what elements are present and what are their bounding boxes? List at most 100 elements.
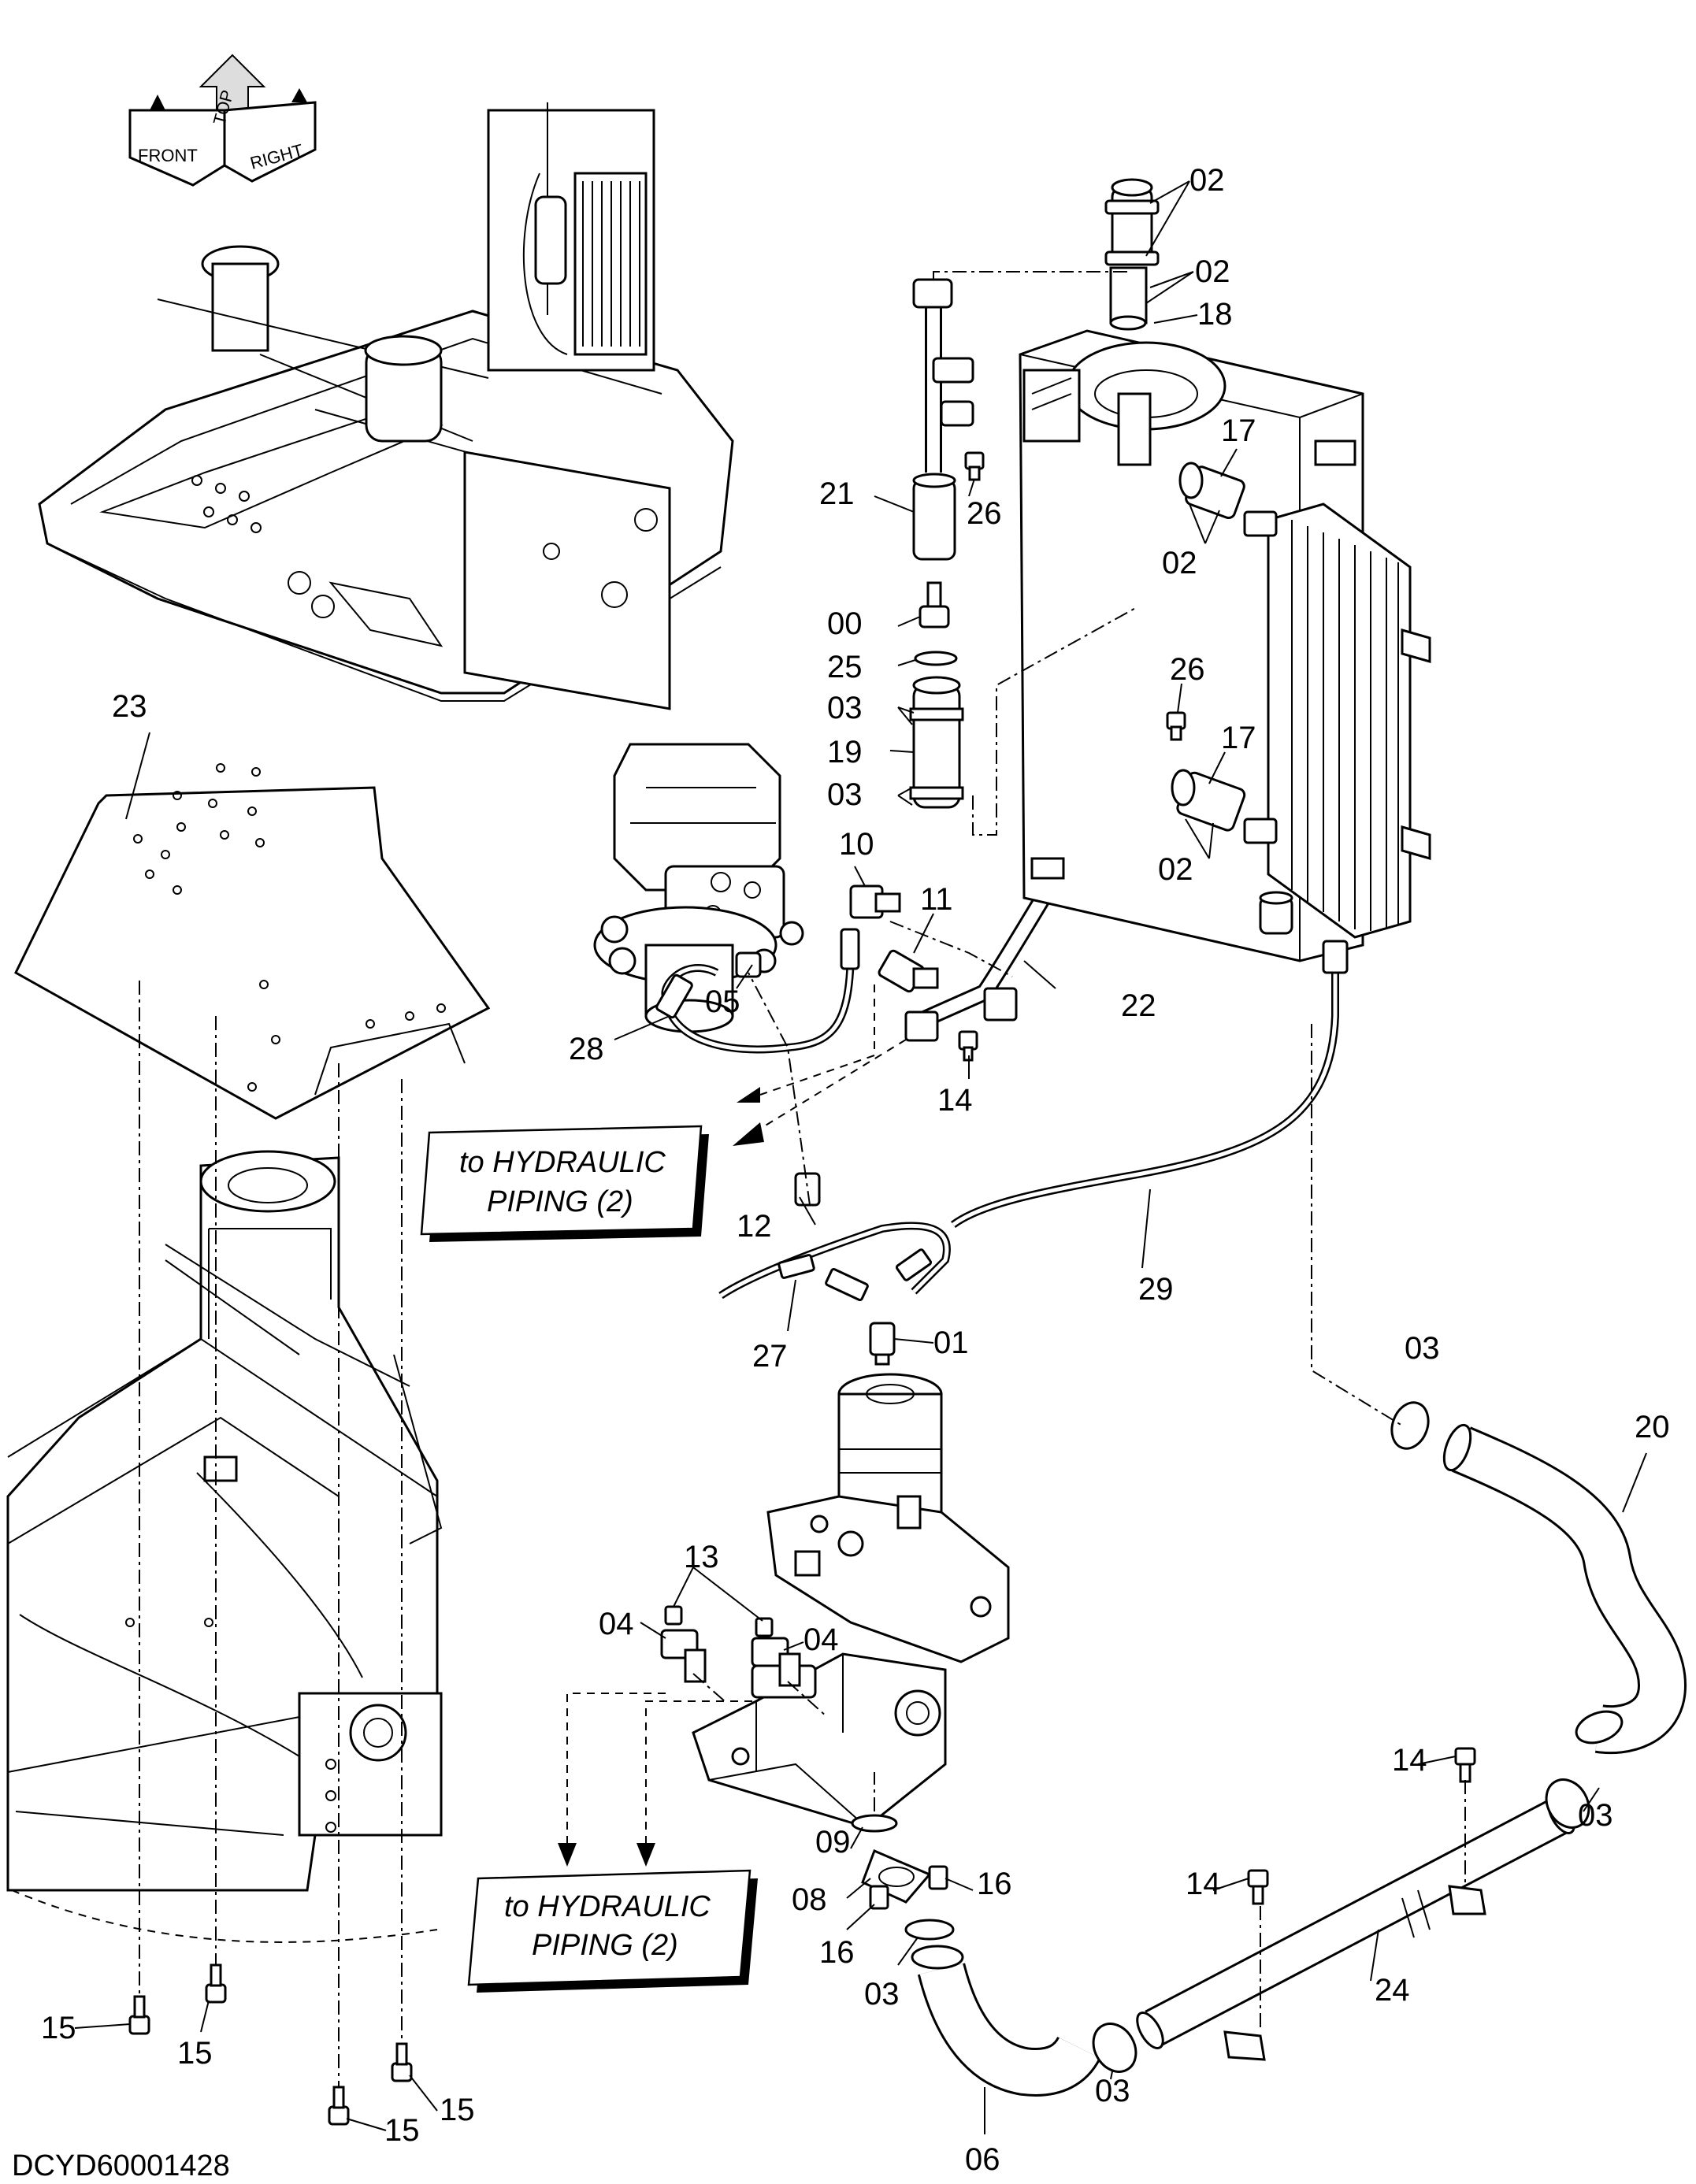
main-pump [692, 1652, 947, 1829]
orientation-front-label: FRONT [138, 146, 198, 165]
bolt-15-c [391, 2042, 413, 2082]
fitting-01 [869, 1322, 896, 1366]
pipe-21 [912, 278, 974, 561]
callout-01: 01 [933, 1326, 969, 1360]
callout-03-e: 03 [864, 1977, 900, 2012]
bolt-14-upper [1454, 1747, 1476, 1783]
cover-panel-23 [14, 763, 491, 1120]
bolt-16-left [869, 1885, 889, 1910]
ring-25 [914, 651, 958, 666]
callout-24: 24 [1375, 1973, 1410, 2008]
bolt-15-a [128, 1995, 150, 2035]
note-hydraulic-bottom-line1: to HYDRAULIC [504, 1890, 711, 1923]
note-hydraulic-bottom: to HYDRAULIC PIPING (2) [467, 1869, 758, 1993]
callout-13: 13 [684, 1540, 719, 1574]
callout-09: 09 [815, 1825, 851, 1860]
cap-13-left [664, 1605, 683, 1626]
callout-04-a: 04 [599, 1607, 634, 1641]
callout-20: 20 [1635, 1410, 1670, 1444]
callout-labels: 02 02 18 17 02 26 17 02 21 26 00 25 03 1… [12, 163, 1670, 2182]
callout-29: 29 [1138, 1272, 1174, 1307]
hose-20 [1442, 1423, 1687, 1755]
callout-04-b: 04 [803, 1622, 839, 1657]
note-hydraulic-top-line1: to HYDRAULIC [459, 1146, 666, 1179]
callout-23: 23 [112, 689, 147, 724]
fitting-04-left [660, 1629, 707, 1683]
callout-21: 21 [819, 476, 855, 511]
fitting-04-right [751, 1637, 801, 1687]
lower-frame-assembly [6, 1150, 443, 1943]
clamp-03-pipe-right [1545, 1778, 1590, 1829]
bolt-26-upper [964, 451, 985, 481]
callout-27: 27 [752, 1339, 788, 1374]
callout-28: 28 [569, 1032, 604, 1066]
callout-14-a: 14 [937, 1083, 973, 1118]
hose-29 [951, 940, 1349, 1229]
upper-cooler [573, 172, 648, 356]
hose-28 [655, 928, 860, 1054]
callout-14-c: 14 [1186, 1867, 1221, 1901]
upper-frame-assembly [38, 102, 734, 710]
oil-cooler [1243, 502, 1431, 939]
callout-25: 25 [827, 650, 863, 684]
callout-05: 05 [705, 984, 740, 1019]
callout-14-b: 14 [1392, 1743, 1427, 1778]
callout-22: 22 [1121, 988, 1156, 1023]
hose-18 [1104, 178, 1160, 331]
pipe-24 [1136, 1797, 1575, 2061]
callout-03-a: 03 [827, 691, 863, 725]
callout-19: 19 [827, 735, 863, 769]
callout-08: 08 [792, 1882, 827, 1917]
clamp-03-hose20 [1390, 1401, 1430, 1450]
hydraulic-arrows [558, 984, 907, 1867]
fitting-10 [849, 884, 901, 919]
callout-10: 10 [839, 827, 874, 862]
callout-26-upper: 26 [967, 496, 1002, 531]
leader-lines [74, 180, 1647, 2134]
callout-03-d: 03 [1578, 1798, 1613, 1833]
callout-12: 12 [737, 1209, 772, 1244]
callout-06: 06 [965, 2142, 1000, 2177]
fitting-05 [735, 951, 762, 978]
callout-18: 18 [1197, 297, 1233, 332]
swing-motor [593, 743, 804, 1033]
swivel-joint [766, 1373, 1010, 1663]
callout-03-c: 03 [1405, 1331, 1440, 1366]
clamp-03-flange [904, 1919, 955, 1941]
callout-17-lower: 17 [1221, 721, 1256, 755]
note-hydraulic-top-line2: PIPING (2) [487, 1185, 633, 1218]
bolt-16-right [928, 1865, 948, 1890]
bolt-15-b [205, 1963, 227, 2004]
drawing-code: DCYD60001428 [12, 2149, 230, 2182]
callout-26-lower: 26 [1170, 652, 1205, 687]
callout-15-a: 15 [41, 2011, 76, 2045]
callout-15-c: 15 [440, 2093, 475, 2127]
callout-02-a: 02 [1189, 163, 1225, 198]
fitting-17-upper [1178, 462, 1245, 520]
callout-03-f: 03 [1095, 2074, 1130, 2108]
fitting-12 [794, 1172, 821, 1207]
callout-17-upper: 17 [1221, 413, 1256, 448]
cap-00 [919, 581, 950, 629]
callout-00: 00 [827, 606, 863, 641]
pipe-27 [718, 1222, 951, 1302]
bolt-26-lower [1166, 711, 1186, 741]
callout-15-b: 15 [177, 2036, 213, 2071]
callout-02-b: 02 [1195, 254, 1230, 289]
bolt-14-lower [1247, 1869, 1269, 1905]
callout-15-d: 15 [384, 2113, 420, 2148]
note-hydraulic-bottom-line2: PIPING (2) [532, 1929, 678, 1962]
callout-02-d: 02 [1158, 852, 1193, 887]
o-ring-09 [851, 1814, 898, 1833]
hose-19 [909, 676, 964, 809]
fitting-11 [878, 949, 939, 993]
clamp-03-pipe-left [1092, 2023, 1137, 2073]
fitting-17-lower [1171, 769, 1246, 832]
callout-11: 11 [920, 882, 953, 917]
note-hydraulic-top: to HYDRAULIC PIPING (2) [420, 1125, 709, 1242]
callout-16-b: 16 [819, 1935, 855, 1970]
assembly-lines [139, 271, 1466, 2087]
callout-03-b: 03 [827, 777, 863, 812]
hose-06 [911, 1945, 1101, 2097]
